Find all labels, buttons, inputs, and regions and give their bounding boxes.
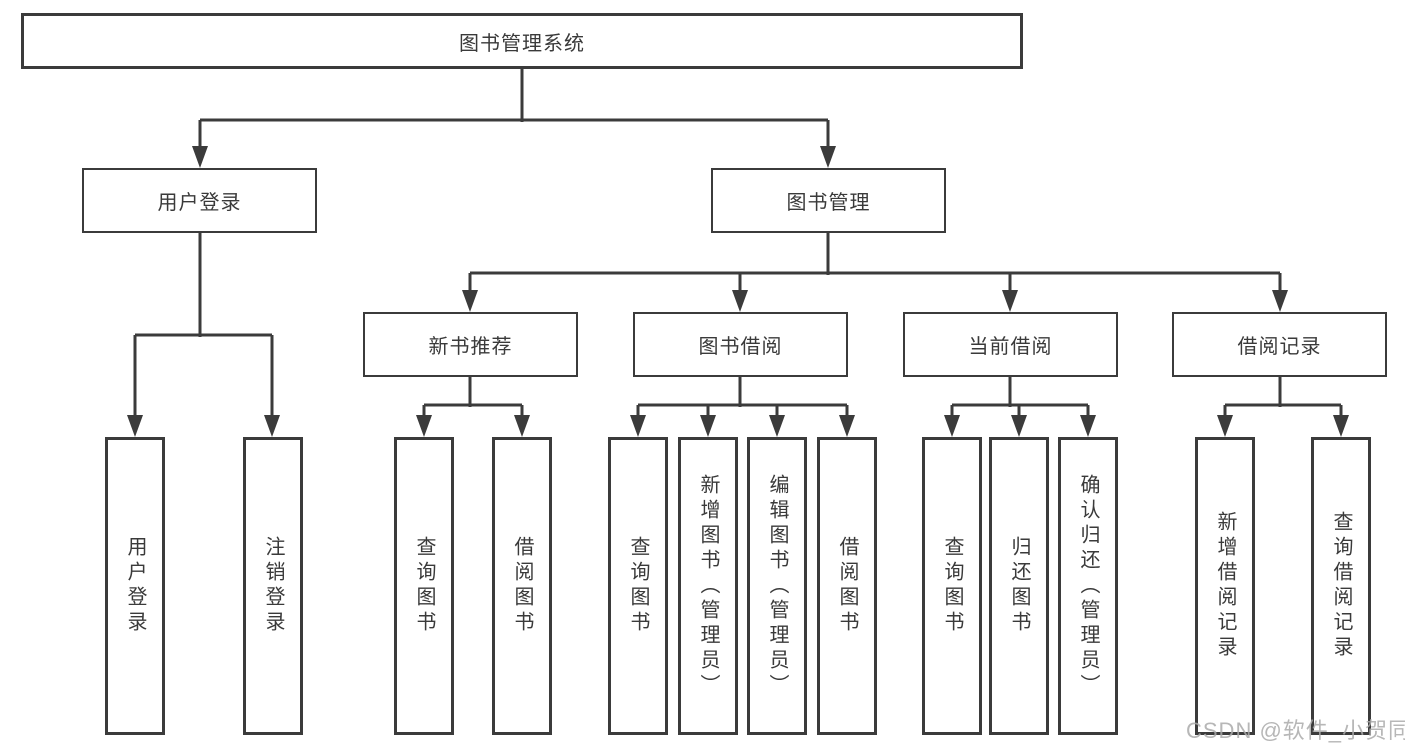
csdn-watermark: CSDN @软件_小贺同学: [1186, 718, 1405, 743]
leaf-query-books-current: 查询图书: [922, 437, 982, 735]
tree-edges: [133, 68, 1343, 419]
node-label: 确认归还（管理员）: [1077, 473, 1099, 699]
arrowhead-icons: [127, 146, 1349, 437]
node-label: 注销登录: [262, 536, 284, 636]
node-label: 查询图书: [413, 536, 435, 636]
node-label: 新增借阅记录: [1214, 511, 1236, 661]
node-label: 归还图书: [1008, 536, 1030, 636]
node-book-borrowing: 图书借阅: [633, 312, 848, 377]
node-user-login: 用户登录: [82, 168, 317, 233]
leaf-query-books-borrow: 查询图书: [608, 437, 668, 735]
node-label: 图书管理: [786, 192, 871, 214]
node-label: 图书借阅: [698, 336, 783, 358]
node-borrowing-records: 借阅记录: [1172, 312, 1387, 377]
leaf-logout: 注销登录: [243, 437, 303, 735]
leaf-query-books-recommend: 查询图书: [394, 437, 454, 735]
node-label: 查询借阅记录: [1330, 511, 1352, 661]
node-current-borrowing: 当前借阅: [903, 312, 1118, 377]
leaf-add-book-admin: 新增图书（管理员）: [678, 437, 738, 735]
leaf-add-borrow-record: 新增借阅记录: [1195, 437, 1255, 735]
node-label: 用户登录: [157, 192, 242, 214]
leaf-borrow-books-recommend: 借阅图书: [492, 437, 552, 735]
node-label: 查询图书: [941, 536, 963, 636]
node-label: 编辑图书（管理员）: [766, 473, 788, 699]
node-label: 当前借阅: [968, 336, 1053, 358]
node-library-system: 图书管理系统: [21, 13, 1023, 69]
node-label: 借阅图书: [836, 536, 858, 636]
node-label: 用户登录: [124, 536, 146, 636]
leaf-confirm-return-admin: 确认归还（管理员）: [1058, 437, 1118, 735]
leaf-return-book: 归还图书: [989, 437, 1049, 735]
node-label: 查询图书: [627, 536, 649, 636]
node-label: 新增图书（管理员）: [697, 473, 719, 699]
leaf-query-borrow-record: 查询借阅记录: [1311, 437, 1371, 735]
leaf-borrow-books: 借阅图书: [817, 437, 877, 735]
node-book-management: 图书管理: [711, 168, 946, 233]
node-label: 新书推荐: [428, 336, 513, 358]
leaf-edit-book-admin: 编辑图书（管理员）: [747, 437, 807, 735]
node-label: 借阅图书: [511, 536, 533, 636]
leaf-user-login: 用户登录: [105, 437, 165, 735]
node-label: 图书管理系统: [459, 32, 585, 55]
node-label: 借阅记录: [1237, 336, 1322, 358]
node-new-book-recommend: 新书推荐: [363, 312, 578, 377]
